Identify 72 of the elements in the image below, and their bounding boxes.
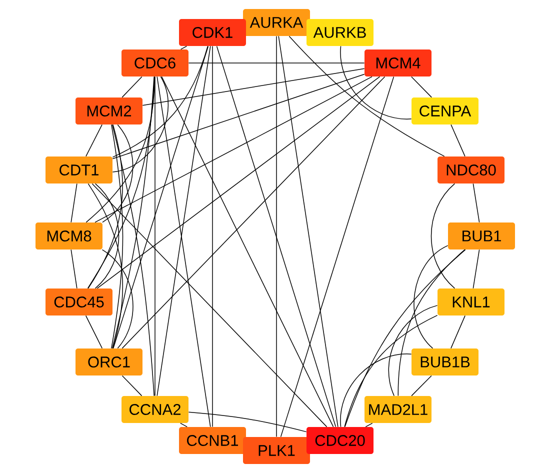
connector-line bbox=[180, 422, 188, 428]
connector-line bbox=[288, 36, 445, 157]
connector-line bbox=[188, 412, 307, 432]
connector-line bbox=[161, 76, 334, 428]
connector-line bbox=[70, 183, 78, 223]
connector-line bbox=[112, 124, 154, 396]
gene-box: BUB1B bbox=[412, 348, 478, 376]
connector-line bbox=[94, 76, 372, 223]
connector-line bbox=[94, 183, 120, 289]
gene-box: AURKA bbox=[243, 9, 310, 36]
connector-line bbox=[122, 76, 142, 98]
connector-line bbox=[398, 249, 466, 396]
connector-line bbox=[280, 76, 394, 438]
gene-box: BUB1 bbox=[448, 222, 515, 250]
connector-line bbox=[450, 124, 466, 157]
connector-line bbox=[388, 305, 438, 396]
gene-box: CDC20 bbox=[306, 427, 374, 454]
connector-line bbox=[112, 74, 365, 160]
gene-box: CCNA2 bbox=[122, 396, 188, 423]
connector-line bbox=[88, 124, 123, 289]
connector-line bbox=[414, 245, 448, 349]
connector-line bbox=[96, 76, 380, 289]
connector-line bbox=[102, 249, 134, 349]
connector-line bbox=[156, 46, 211, 396]
connector-line bbox=[340, 46, 412, 120]
connector-line bbox=[344, 249, 466, 428]
connector-line bbox=[86, 124, 102, 157]
gene-box: PLK1 bbox=[243, 437, 310, 464]
connector-line bbox=[85, 315, 103, 349]
connector-line bbox=[88, 183, 124, 349]
gene-box: ORC1 bbox=[76, 348, 142, 376]
connector-line bbox=[102, 124, 134, 223]
connector-line bbox=[180, 46, 188, 50]
connector-line bbox=[112, 46, 209, 349]
gene-box: MCM4 bbox=[364, 50, 432, 76]
gene-box: MCM2 bbox=[76, 98, 142, 124]
connector-line bbox=[142, 68, 365, 106]
connector-line bbox=[450, 315, 466, 349]
connector-line bbox=[340, 354, 412, 428]
connector-line bbox=[122, 76, 386, 349]
connector-line bbox=[112, 76, 169, 172]
gene-box: CDC45 bbox=[46, 288, 112, 316]
connector-line bbox=[365, 422, 373, 428]
connector-line bbox=[411, 76, 432, 98]
connector-line bbox=[122, 375, 142, 396]
connector-line bbox=[278, 36, 338, 428]
connector-line bbox=[111, 124, 124, 349]
connector-line bbox=[472, 249, 480, 289]
connector-line bbox=[276, 36, 277, 438]
connector-line bbox=[188, 62, 365, 64]
connector-line bbox=[112, 76, 154, 349]
gene-box: MAD2L1 bbox=[364, 396, 432, 423]
gene-box: MCM8 bbox=[36, 222, 102, 250]
gene-box: KNL1 bbox=[438, 288, 504, 316]
connector-line bbox=[156, 76, 211, 428]
connector-line bbox=[430, 183, 456, 289]
connector-line bbox=[216, 46, 336, 428]
gene-box: NDC80 bbox=[438, 156, 504, 184]
gene-box: CDK1 bbox=[179, 19, 246, 46]
connector-line bbox=[472, 183, 480, 223]
connector-line bbox=[154, 76, 156, 396]
connector-line bbox=[70, 249, 78, 289]
connector-line bbox=[212, 46, 213, 428]
connector-line bbox=[92, 183, 328, 428]
gene-box: CDC6 bbox=[122, 50, 188, 76]
gene-box: CENPA bbox=[412, 98, 478, 124]
gene-box: AURKB bbox=[306, 19, 374, 46]
gene-box: CCNB1 bbox=[179, 427, 246, 454]
connector-line bbox=[411, 375, 432, 396]
gene-box: CDT1 bbox=[46, 156, 112, 184]
connector-line bbox=[112, 46, 208, 158]
connector-line bbox=[344, 314, 438, 428]
